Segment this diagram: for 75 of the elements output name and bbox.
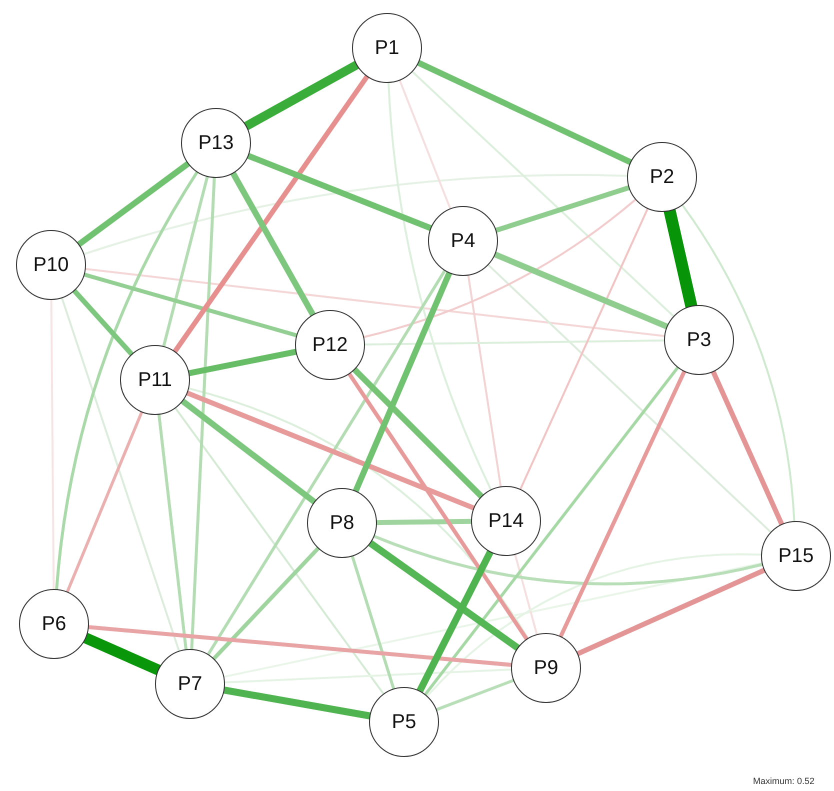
edge-line	[84, 268, 666, 337]
edge-line	[352, 270, 452, 494]
node-circle	[471, 486, 541, 556]
edge-line	[180, 398, 318, 505]
node-circle	[120, 345, 190, 415]
node-label: P3	[686, 328, 712, 352]
edge-line	[710, 369, 784, 527]
edge-line	[398, 80, 452, 210]
edge-line	[50, 299, 55, 590]
edge-line	[72, 288, 134, 357]
edge-line	[230, 170, 316, 318]
edge-line	[352, 366, 484, 500]
edge-line	[223, 562, 763, 678]
node-label: P7	[178, 672, 202, 696]
node-label: P14	[488, 510, 524, 532]
edge-line	[487, 264, 772, 533]
edge-line	[242, 60, 361, 130]
node-label: P11	[138, 368, 172, 392]
edge-line	[162, 175, 209, 348]
edge-line	[66, 410, 144, 594]
edge-line	[514, 554, 538, 636]
maximum-note: Maximum: 0.52	[753, 776, 815, 786]
node-circle	[181, 108, 251, 178]
node-label: P13	[198, 132, 234, 154]
node-label: P8	[330, 512, 354, 534]
edge-line	[184, 390, 476, 510]
node-label: P4	[450, 230, 476, 252]
edge-line	[174, 407, 384, 695]
edge-line	[367, 540, 521, 652]
edge-line	[364, 339, 665, 346]
node-label: P6	[42, 612, 66, 636]
edge-line	[206, 269, 446, 656]
node-label: P1	[374, 36, 400, 60]
node-label: P5	[392, 710, 416, 734]
edge-line	[188, 387, 529, 640]
node-label: P2	[650, 166, 674, 188]
edge-line	[372, 534, 764, 586]
edge-line	[55, 170, 198, 591]
edge-line	[558, 370, 686, 638]
edge-line	[190, 176, 216, 651]
edge-line	[519, 208, 649, 490]
edge-line	[347, 372, 529, 641]
edge-line	[83, 174, 628, 255]
edge-line	[212, 546, 320, 661]
edge-line	[416, 60, 634, 166]
node-label: P10	[33, 254, 69, 276]
edge-line	[158, 413, 188, 651]
node-label: P15	[778, 544, 814, 568]
node-circle	[295, 310, 365, 380]
edge-line	[76, 160, 191, 248]
edge-line	[435, 678, 515, 712]
edge-line	[426, 553, 762, 697]
node-label: P9	[534, 656, 558, 680]
edge-line	[374, 518, 474, 526]
node-circle	[352, 13, 422, 83]
edge-line	[682, 204, 796, 522]
edge-line	[575, 568, 767, 656]
edge-line	[494, 185, 632, 233]
edge-line	[412, 70, 674, 318]
edge-line	[172, 74, 370, 354]
edge-line	[388, 82, 492, 490]
edge-line	[424, 366, 680, 696]
node-circle	[307, 488, 377, 558]
edge-line	[61, 297, 180, 652]
edge-line	[246, 152, 434, 232]
edge-line	[492, 252, 670, 330]
edge-line	[350, 554, 396, 690]
edge-line	[82, 272, 298, 338]
edge-line	[86, 625, 514, 667]
node-label: P12	[312, 334, 348, 356]
edge-line	[224, 668, 512, 684]
edge-line	[467, 274, 502, 488]
edge-line	[416, 548, 494, 694]
edge-line	[363, 198, 636, 338]
edge-line	[186, 348, 299, 376]
